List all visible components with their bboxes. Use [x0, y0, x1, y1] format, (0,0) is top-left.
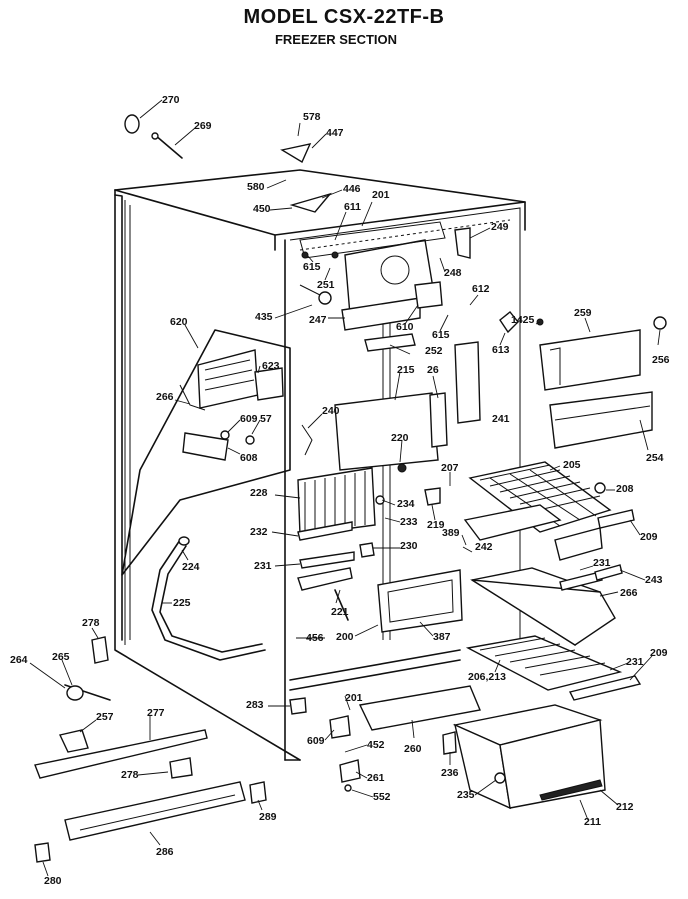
lower-components	[34, 636, 481, 863]
part-label: 266	[156, 391, 174, 403]
part-label: 240	[322, 405, 340, 417]
part-label: 201	[345, 692, 363, 704]
part-label: 257	[96, 711, 114, 723]
part-label: 219	[427, 519, 445, 531]
right-upper-brackets	[539, 329, 653, 449]
part-label: 243	[645, 574, 663, 586]
upper-freezer-basket	[470, 564, 623, 647]
part-label: 215	[397, 364, 415, 376]
part-label: 278	[121, 769, 139, 781]
part-label: 608	[240, 452, 258, 464]
part-label: 205	[563, 459, 581, 471]
part-label: 200	[336, 631, 354, 643]
part-label: 249	[491, 221, 509, 233]
part-label: 236	[441, 767, 459, 779]
part-label: 615	[303, 261, 321, 273]
part-label: 234	[397, 498, 415, 510]
part-label: 212	[616, 801, 634, 813]
part-label: 241	[492, 413, 510, 425]
part-label: 435	[255, 311, 273, 323]
evaporator-cover-assembly	[299, 221, 446, 331]
part-label: 57	[260, 413, 272, 425]
part-label: 221	[331, 606, 349, 618]
part-label: 611	[344, 201, 361, 213]
part-label: 233	[400, 516, 418, 528]
part-label: 207	[441, 462, 459, 474]
part-label: 230	[400, 540, 418, 552]
cabinet-shell	[114, 169, 526, 761]
part-label: 450	[253, 203, 271, 215]
part-label: 456	[306, 632, 324, 644]
part-label: 26	[427, 364, 439, 376]
ice-bucket-rack	[151, 536, 266, 661]
lower-freezer-basket	[452, 704, 606, 810]
part-label: 206,213	[468, 671, 506, 683]
part-label: 235	[457, 789, 475, 801]
part-label: 452	[367, 739, 385, 751]
part-label: 228	[250, 487, 268, 499]
top-hardware	[124, 114, 667, 334]
evaporator-coil	[297, 467, 441, 536]
part-label: 211	[584, 816, 601, 828]
part-label: 248	[444, 267, 462, 279]
part-label: 266	[620, 587, 638, 599]
part-label: 289	[259, 811, 277, 823]
part-label: 232	[250, 526, 268, 538]
part-label: 620	[170, 316, 188, 328]
part-label: 224	[182, 561, 200, 573]
dispenser-chute-frame	[377, 569, 463, 633]
part-label: 447	[326, 127, 344, 139]
lower-wire-shelf	[465, 635, 642, 701]
part-label: 247	[309, 314, 327, 326]
part-label: 259	[574, 307, 592, 319]
part-labels: 270 269 578 447 580 446 450 201 611 249 …	[10, 94, 670, 887]
part-label: 552	[373, 791, 391, 803]
part-label: 283	[246, 699, 264, 711]
part-label: 277	[147, 707, 165, 719]
part-label: 612	[472, 283, 490, 295]
part-label: 609	[307, 735, 325, 747]
part-label: 446	[343, 183, 361, 195]
part-label: 1425	[511, 314, 535, 326]
part-label: 231	[626, 656, 644, 668]
part-label: 209	[650, 647, 668, 659]
part-label: 261	[367, 772, 385, 784]
part-label: 389	[442, 527, 460, 539]
part-label: 260	[404, 743, 422, 755]
air-duct	[301, 333, 481, 473]
part-label: 278	[82, 617, 100, 629]
part-label: 615	[432, 329, 450, 341]
part-label: 231	[254, 560, 272, 572]
part-label: 609	[240, 413, 258, 425]
left-shelf-supports	[297, 521, 375, 621]
part-label: 264	[10, 654, 28, 666]
part-label: 256	[652, 354, 670, 366]
part-label: 613	[492, 344, 510, 356]
part-label: 286	[156, 846, 174, 858]
part-label: 209	[640, 531, 658, 543]
part-label: 252	[425, 345, 443, 357]
part-label: 220	[391, 432, 409, 444]
part-label: 623	[262, 360, 280, 372]
part-label: 387	[433, 631, 451, 643]
part-label: 610	[396, 321, 414, 333]
part-label: 251	[317, 279, 335, 291]
upper-wire-shelf	[463, 461, 635, 561]
part-label: 580	[247, 181, 265, 193]
part-label: 280	[44, 875, 62, 887]
part-label: 265	[52, 651, 70, 663]
icemaker-assembly	[121, 329, 291, 576]
part-label: 225	[173, 597, 191, 609]
part-label: 578	[303, 111, 321, 123]
part-label: 201	[372, 189, 390, 201]
diagram-title: MODEL CSX-22TF-B	[243, 6, 445, 28]
part-label: 269	[194, 120, 212, 132]
diagram-subtitle: FREEZER SECTION	[274, 32, 398, 47]
part-label: 208	[616, 483, 634, 495]
part-label: 270	[162, 94, 180, 106]
part-label: 231	[593, 557, 611, 569]
part-label: 242	[475, 541, 493, 553]
part-label: 254	[646, 452, 664, 464]
